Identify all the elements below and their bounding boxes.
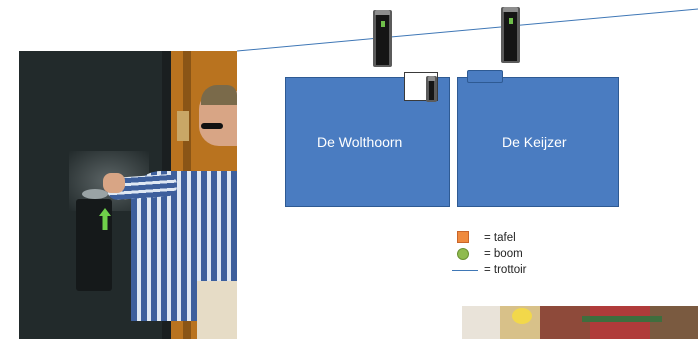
building-label: De Keijzer	[502, 134, 567, 150]
legend-label: = tafel	[484, 232, 516, 244]
building-label: De Wolthoorn	[317, 134, 403, 150]
person-hand	[103, 173, 125, 193]
sunglasses	[201, 123, 223, 129]
trottoir-legend-icon	[452, 270, 478, 271]
ashtray-icon	[501, 7, 520, 63]
ashtray-icon	[373, 10, 392, 67]
building-entrance	[467, 70, 503, 83]
person-hair	[201, 85, 237, 105]
up-arrow-icon	[99, 208, 111, 230]
ashtray-icon	[426, 76, 437, 102]
street-photo	[462, 306, 698, 339]
person-shirt	[131, 171, 237, 321]
person-pants	[197, 281, 237, 339]
legend-label: = trottoir	[484, 264, 527, 276]
tafel-legend-icon	[457, 231, 469, 243]
building-de-keijzer	[457, 77, 619, 207]
legend-label: = boom	[484, 248, 523, 260]
wall-plaque	[177, 111, 189, 141]
boom-legend-icon	[457, 248, 469, 260]
ashtray-photo	[19, 51, 237, 339]
ashtray-lid	[82, 189, 108, 199]
